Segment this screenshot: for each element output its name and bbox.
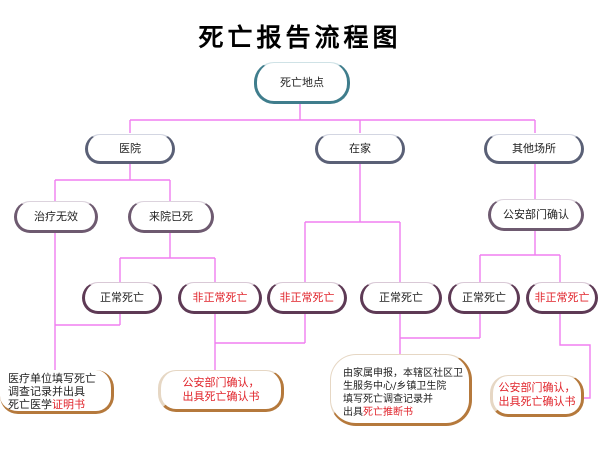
connector-abnormal-3 <box>559 313 591 399</box>
outcome-home-record: 由家属申报，本辖区社区卫 生服务中心/乡镇卫生院 填写死亡调查记录并 出具死亡推… <box>330 354 472 426</box>
connector-root <box>129 103 536 133</box>
outcome-line: 出具死亡确认书 <box>182 390 260 403</box>
connector-normal-3 <box>400 313 481 339</box>
certificate-highlight: 证明书 <box>52 398 85 411</box>
outcome-line: 出具 <box>343 407 363 418</box>
node-abnormal-death-3: 非正常死亡 <box>526 282 598 314</box>
outcome-line: 生服务中心/乡镇卫生院 <box>343 381 447 392</box>
connector-hospital <box>54 162 171 203</box>
outcome-line: 死亡医学 <box>8 398 52 411</box>
connector-home <box>304 162 401 282</box>
node-abnormal-death-1: 非正常死亡 <box>178 282 262 314</box>
node-label: 公安部门确认 <box>503 208 569 221</box>
outcome-line: 调查记录并出具 <box>8 385 85 398</box>
outcome-police-certificate-2: 公安部门确认， 出具死亡确认书 <box>490 375 584 417</box>
node-other-place: 其他场所 <box>484 134 584 164</box>
node-treatment-failed: 治疗无效 <box>14 201 98 233</box>
node-label: 非正常死亡 <box>279 291 335 304</box>
node-home: 在家 <box>315 134 405 164</box>
node-label: 正常死亡 <box>100 291 144 304</box>
outcome-line: 医疗单位填写死亡 <box>8 372 96 385</box>
certificate-highlight: 死亡推断书 <box>363 407 413 418</box>
outcome-line: 公安部门确认， <box>182 376 260 389</box>
outcome-line: 填写死亡调查记录并 <box>343 394 433 405</box>
connector-abnormal-2 <box>215 313 306 344</box>
node-dead-on-arrival: 来院已死 <box>128 201 214 233</box>
outcome-police-certificate-1: 公安部门确认， 出具死亡确认书 <box>158 370 284 412</box>
node-label: 正常死亡 <box>462 291 506 304</box>
connector-normal-1 <box>55 313 121 326</box>
outcome-hospital-record: 医疗单位填写死亡 调查记录并出具 死亡医学证明书 <box>0 370 114 414</box>
node-label: 医院 <box>119 142 141 155</box>
node-normal-death-2: 正常死亡 <box>360 282 442 314</box>
node-police-confirm: 公安部门确认 <box>488 199 584 231</box>
node-hospital: 医院 <box>85 134 175 164</box>
node-death-location: 死亡地点 <box>254 62 350 104</box>
node-label: 死亡地点 <box>280 76 324 89</box>
node-normal-death-1: 正常死亡 <box>82 282 162 314</box>
connector-police <box>479 230 561 282</box>
node-label: 治疗无效 <box>34 210 78 223</box>
outcome-line: 由家属申报，本辖区社区卫 <box>343 368 463 379</box>
connector-arrival <box>119 231 216 282</box>
node-label: 来院已死 <box>149 210 193 223</box>
node-abnormal-death-2: 非正常死亡 <box>267 282 347 314</box>
node-normal-death-3: 正常死亡 <box>448 282 520 314</box>
node-label: 非正常死亡 <box>192 291 248 304</box>
node-label: 其他场所 <box>512 142 556 155</box>
outcome-line: 出具死亡确认书 <box>498 395 576 408</box>
outcome-line: 公安部门确认， <box>498 381 576 394</box>
node-label: 非正常死亡 <box>534 291 590 304</box>
node-label: 在家 <box>349 142 371 155</box>
node-label: 正常死亡 <box>379 291 423 304</box>
page-title: 死亡报告流程图 <box>198 23 402 52</box>
